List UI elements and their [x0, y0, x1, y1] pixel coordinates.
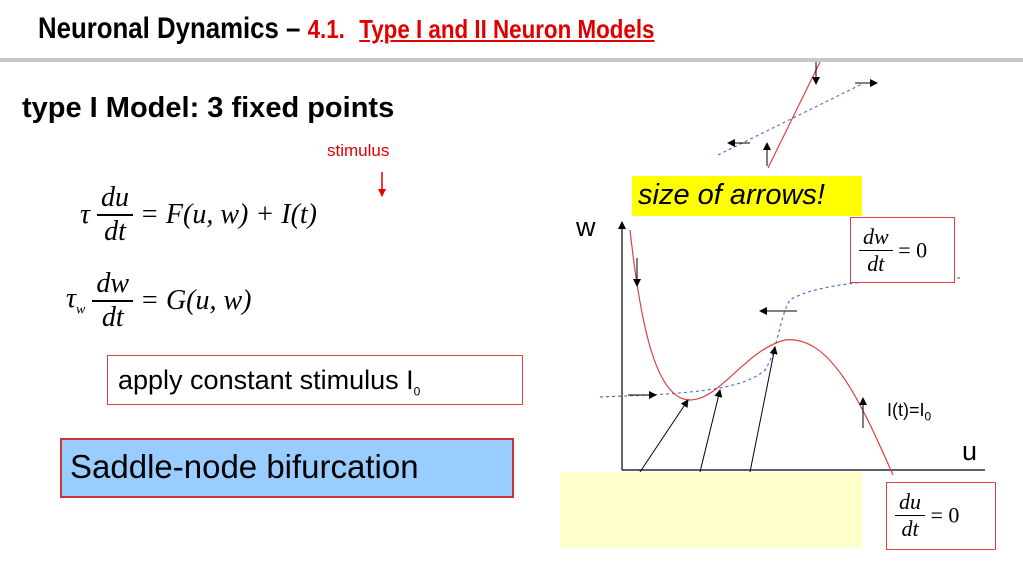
equation-rhs: = 0 [898, 237, 928, 263]
equation-dw-dt: τw dw dt = G(u, w) [66, 268, 252, 334]
tau-subscript: w [76, 302, 86, 318]
slide-title: Neuronal Dynamics – 4.1. Type I and II N… [38, 12, 755, 46]
pointer-fixed-point-3 [749, 346, 778, 473]
tau-symbol: τ [80, 199, 91, 230]
equation-rhs: = 0 [930, 502, 960, 528]
w-nullcline-equation-box: dw dt = 0 [850, 217, 955, 283]
inset-u-nullcline [767, 61, 821, 169]
dw-dt-fraction: dw dt [92, 268, 134, 334]
apply-stimulus-box: apply constant stimulus I0 [107, 355, 523, 405]
tau-w-symbol: τw [66, 283, 85, 318]
title-section-number: 4.1. [307, 14, 345, 44]
fraction-numerator: dw [859, 224, 893, 251]
apply-stimulus-text: apply constant stimulus I [118, 365, 414, 395]
title-divider [0, 58, 1023, 62]
current-label-text: I(t)=I [887, 400, 925, 420]
slide-heading: type I Model: 3 fixed points [22, 92, 395, 124]
size-of-arrows-box: size of arrows! [632, 176, 862, 216]
current-label-subscript: 0 [924, 409, 932, 424]
u-nullcline-equation-box: du dt = 0 [886, 482, 996, 550]
u-axis-label: u [962, 436, 978, 466]
fraction-denominator: dt [867, 251, 885, 276]
title-text: Neuronal Dynamics – [38, 12, 301, 45]
w-axis-label: w [576, 212, 596, 242]
saddle-node-box: Saddle-node bifurcation [60, 438, 514, 498]
equation-rhs: = G(u, w) [140, 285, 252, 316]
equation-rhs: = F(u, w) + I(t) [140, 199, 317, 230]
w-nullcline-equation: dw dt = 0 [859, 224, 927, 277]
pointer-fixed-point-1 [639, 399, 689, 473]
inset-w-nullcline [717, 83, 863, 156]
u-nullcline [629, 229, 894, 476]
pointer-fixed-point-2 [699, 389, 723, 473]
tau-symbol: τ [66, 283, 77, 315]
fraction-numerator: du [97, 182, 134, 216]
stimulus-label: stimulus [327, 141, 390, 160]
fraction-denominator: dt [901, 516, 919, 541]
apply-stimulus-subscript: 0 [413, 384, 421, 399]
title-main: Neuronal Dynamics – 4.1. Type I and II N… [38, 12, 654, 46]
u-nullcline-equation: du dt = 0 [895, 489, 959, 542]
fraction-denominator: dt [101, 302, 124, 333]
du-dt-fraction: du dt [895, 489, 925, 542]
equation-du-dt: τ du dt = F(u, w) + I(t) [80, 182, 317, 248]
current-label: I(t)=I0 [887, 400, 931, 424]
dw-dt-fraction: dw dt [859, 224, 893, 277]
fraction-numerator: dw [92, 268, 134, 302]
title-subtitle: Type I and II Neuron Models [359, 14, 655, 44]
note-box [560, 472, 862, 548]
fraction-numerator: du [895, 489, 925, 516]
fraction-denominator: dt [104, 216, 126, 247]
du-dt-fraction: du dt [97, 182, 134, 248]
w-nullcline [599, 277, 961, 398]
